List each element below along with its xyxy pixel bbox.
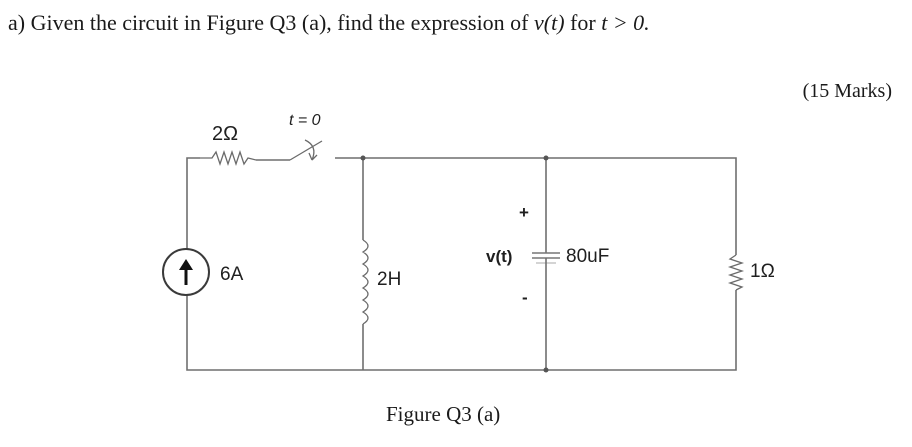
- node-bottom-mid: [543, 367, 549, 373]
- resistor-1ohm-label: 1Ω: [750, 261, 775, 282]
- inductor-2h: [361, 239, 369, 325]
- wire-left-top: [186, 157, 200, 250]
- inductor-label: 2H: [377, 269, 401, 290]
- source-label: 6A: [220, 264, 244, 285]
- minus-sign: -: [522, 288, 528, 307]
- node-top-mid: [543, 155, 549, 161]
- current-source: [162, 248, 210, 296]
- wire-bottom: [186, 290, 737, 371]
- resistor-1ohm: [727, 254, 745, 291]
- wire-top-right: [335, 157, 737, 255]
- resistor-2ohm-label: 2Ω: [212, 123, 238, 145]
- resistor-2ohm: [200, 149, 257, 167]
- question-prefix: a) Given the circuit in Figure Q3 (a), f…: [8, 10, 535, 35]
- voltage-label: v(t): [486, 247, 512, 266]
- question-middle: for: [564, 10, 602, 35]
- figure-caption: Figure Q3 (a): [386, 402, 501, 426]
- switch: [289, 139, 323, 161]
- plus-sign: +: [519, 203, 529, 222]
- question-variable: v(t): [534, 10, 565, 35]
- question-text: a) Given the circuit in Figure Q3 (a), f…: [8, 10, 650, 36]
- node-top-left: [360, 155, 366, 161]
- switch-label: t = 0: [289, 112, 321, 129]
- question-condition: t > 0.: [601, 10, 650, 35]
- capacitor-label: 80uF: [566, 246, 609, 267]
- marks-label: (15 Marks): [802, 80, 892, 102]
